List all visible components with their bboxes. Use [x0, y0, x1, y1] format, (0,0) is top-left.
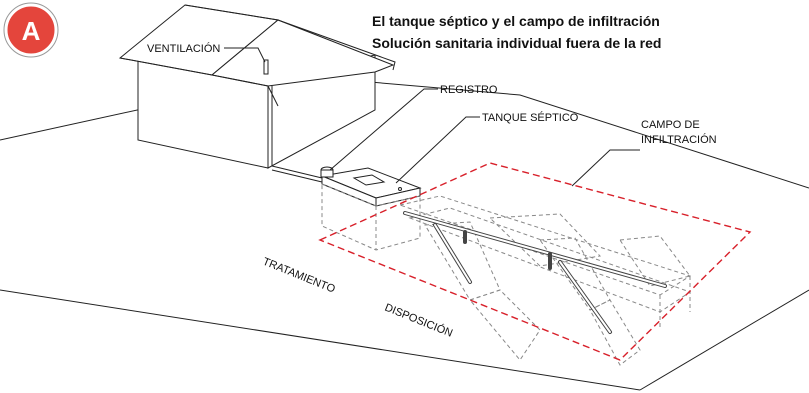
ground-plane — [0, 81, 809, 391]
badge-circle — [4, 3, 58, 57]
label-tratamiento: TRATAMIENTO — [261, 256, 337, 296]
label-registro: REGISTRO — [440, 84, 498, 96]
diagram-title-line2: Solución sanitaria individual fuera de l… — [372, 35, 661, 51]
septic-tank — [320, 166, 422, 251]
label-tanque-septico: TANQUE SÉPTICO — [482, 111, 579, 124]
label-campo-line1: CAMPO DE — [641, 119, 700, 131]
label-disposicion: DISPOSICIÓN — [383, 301, 455, 340]
infiltration-field-boundary — [318, 162, 752, 361]
section-badge: A — [3, 2, 59, 58]
badge-letter: A — [22, 16, 41, 46]
label-ventilacion: VENTILACIÓN — [147, 42, 220, 55]
diagram-title-line1: El tanque séptico y el campo de infiltra… — [372, 13, 660, 29]
house-drain-pipe — [271, 165, 323, 183]
house — [118, 4, 396, 169]
leader-lines — [224, 47, 640, 187]
label-campo-line2: INFILTRACIÓN — [641, 133, 717, 146]
distribution-pipes — [403, 211, 667, 334]
